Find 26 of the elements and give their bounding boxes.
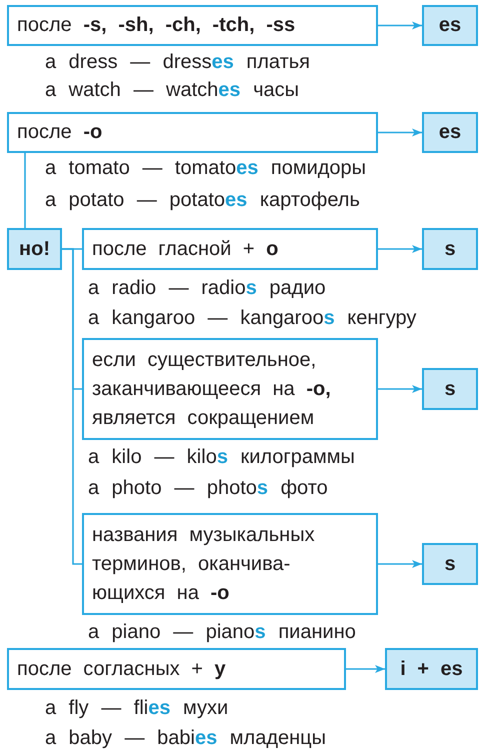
example-line: a kilo — kilos килограммы xyxy=(88,445,355,470)
example-line: a photo — photos фото xyxy=(88,476,328,501)
ending-box: es xyxy=(422,5,478,46)
arrow xyxy=(378,128,422,136)
example-line: a potato — potatoes картофель xyxy=(45,188,360,213)
example-line: a baby — babies младенцы xyxy=(45,726,326,751)
arrow xyxy=(378,22,422,30)
example-line: a fly — flies мухи xyxy=(45,696,228,721)
connector-line xyxy=(62,248,82,565)
example-line: a piano — pianos пианино xyxy=(88,620,356,645)
example-line: a radio — radios радио xyxy=(88,276,326,301)
arrow xyxy=(378,385,422,393)
example-line: a tomato — tomatoes помидоры xyxy=(45,156,366,181)
arrow xyxy=(378,245,422,253)
ending-box: s xyxy=(422,368,478,410)
example-line: a watch — watches часы xyxy=(45,78,300,103)
example-line: a kangaroo — kangaroos кенгуру xyxy=(88,306,416,331)
arrow xyxy=(346,665,385,673)
exception-box: но! xyxy=(7,228,62,270)
ending-box: s xyxy=(422,228,478,270)
arrow xyxy=(378,560,422,568)
example-line: a dress — dresses платья xyxy=(45,50,310,75)
connector-line xyxy=(24,153,26,228)
ending-box: s xyxy=(422,543,478,585)
ending-box: es xyxy=(422,112,478,153)
ending-box: i + es xyxy=(385,648,478,690)
